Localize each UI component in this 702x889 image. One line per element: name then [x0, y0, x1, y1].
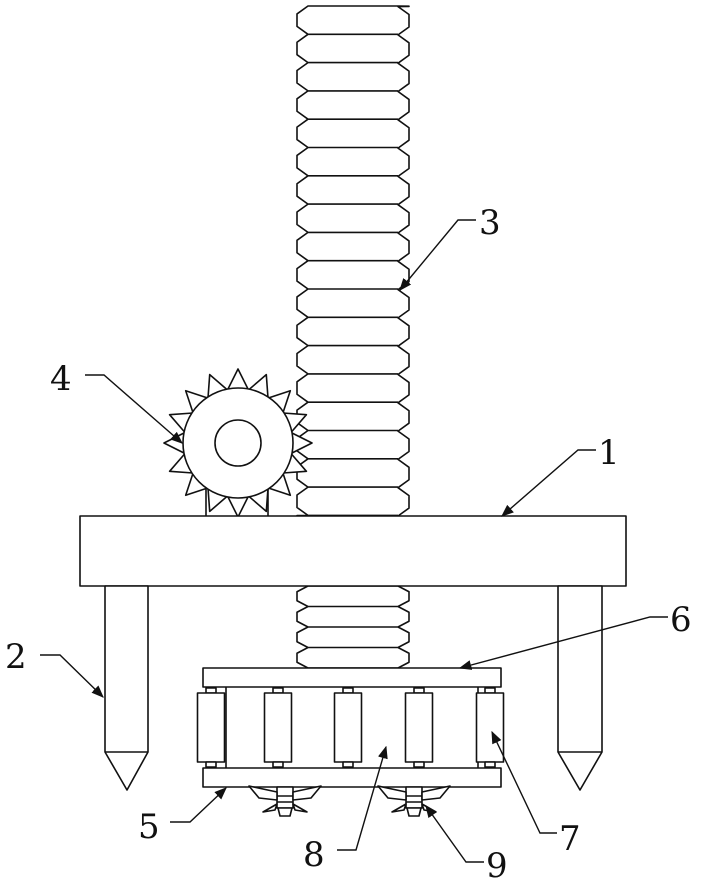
- wing-bolts: [249, 786, 450, 816]
- label-8: 8: [303, 835, 325, 875]
- label-9: 9: [486, 846, 508, 886]
- label-2: 2: [5, 637, 27, 677]
- roller: [335, 688, 362, 767]
- wing-bolt: [378, 786, 450, 816]
- right-leg-spike: [558, 586, 602, 790]
- label-3: 3: [479, 203, 501, 243]
- leader-5: [170, 788, 226, 822]
- leader-3: [400, 220, 476, 290]
- top-plate: [203, 668, 501, 687]
- leader-2: [40, 655, 103, 697]
- roller: [406, 688, 433, 767]
- label-5: 5: [138, 807, 160, 847]
- threaded-screw-rod: [297, 6, 409, 516]
- main-plate: [80, 516, 626, 586]
- wing-bolt: [249, 786, 321, 816]
- gear-hub: [215, 420, 261, 466]
- leader-4: [85, 375, 182, 443]
- label-4: 4: [50, 359, 72, 399]
- roller: [477, 688, 504, 767]
- label-7: 7: [559, 819, 581, 859]
- left-leg-spike: [105, 586, 148, 790]
- bottom-plate: [203, 768, 501, 787]
- label-1: 1: [598, 433, 620, 473]
- roller: [198, 688, 225, 767]
- threaded-screw-rod-lower: [297, 586, 409, 668]
- roller: [265, 688, 292, 767]
- leader-1: [502, 450, 596, 516]
- label-6: 6: [670, 600, 692, 640]
- leader-9: [426, 806, 484, 862]
- rollers: [198, 688, 504, 767]
